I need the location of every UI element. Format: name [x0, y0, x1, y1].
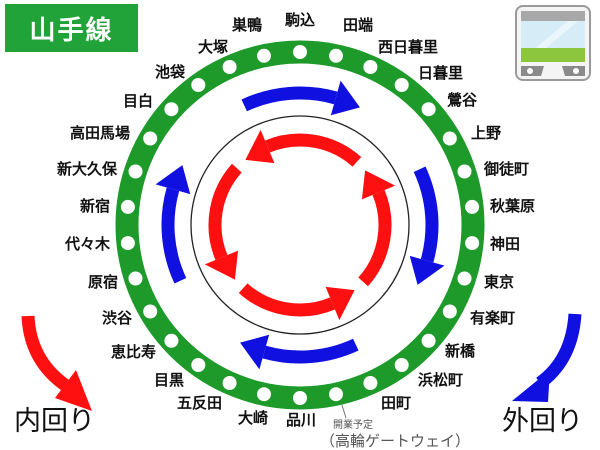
- planned-station-note: 開業予定: [333, 418, 373, 431]
- station-dot: [293, 45, 307, 59]
- planned-station-name: （高輪ゲートウェイ）: [320, 432, 470, 450]
- station-label: 品川: [286, 411, 316, 429]
- station-label: 東京: [484, 273, 514, 291]
- outer-loop-arrows: [155, 80, 445, 370]
- station-label: 目黒: [154, 371, 184, 389]
- station-label: 上野: [471, 124, 501, 142]
- station-dots: [120, 45, 480, 405]
- station-label: 大塚: [198, 38, 228, 56]
- station-label: 池袋: [155, 63, 186, 81]
- outer-loop-label: 外回り: [502, 406, 583, 437]
- station-dot: [363, 60, 378, 74]
- station-dot: [442, 304, 457, 319]
- station-dot: [164, 102, 179, 117]
- inner-reference-circle: [190, 115, 410, 335]
- station-dot: [128, 164, 143, 179]
- station-dot: [329, 48, 343, 63]
- station-label: 日暮里: [418, 64, 463, 82]
- station-label: 浜松町: [418, 371, 463, 389]
- station-dot: [457, 164, 472, 179]
- station-dot: [257, 387, 271, 402]
- station-dot: [143, 131, 158, 146]
- train-front-icon: [515, 5, 591, 81]
- station-dot: [257, 48, 271, 63]
- station-label: 渋谷: [102, 309, 133, 327]
- station-dot: [128, 271, 143, 286]
- station-dot: [191, 78, 206, 92]
- station-label: 鶯谷: [447, 91, 478, 109]
- station-label: 有楽町: [470, 309, 515, 327]
- station-dot: [120, 236, 135, 251]
- station-label: 巣鴨: [231, 16, 262, 34]
- station-label: 代々木: [64, 235, 111, 253]
- station-dot: [457, 271, 472, 286]
- station-label: 神田: [490, 235, 520, 253]
- station-label: 駒込: [285, 11, 315, 29]
- station-dot: [394, 358, 409, 372]
- station-label: 田町: [381, 394, 411, 412]
- station-label: 新宿: [80, 197, 110, 215]
- inner-loop-label: 内回り: [14, 406, 95, 437]
- station-label: 原宿: [88, 273, 118, 291]
- yamanote-ring: [115, 40, 485, 410]
- station-label: 田端: [343, 16, 373, 34]
- inner-loop-arrows: [204, 129, 396, 321]
- station-label: 新橋: [445, 342, 476, 360]
- station-dot: [421, 333, 436, 348]
- inner-loop-legend-arrow: [21, 315, 92, 411]
- line-title-badge: 山手線: [5, 4, 138, 52]
- station-dot: [465, 236, 480, 251]
- station-label: 新大久保: [57, 160, 118, 178]
- station-dot: [120, 199, 135, 214]
- station-label: 秋葉原: [490, 197, 535, 215]
- station-label: 西日暮里: [378, 38, 438, 56]
- station-dot: [222, 60, 237, 74]
- station-dot: [465, 199, 480, 214]
- planned-station-leader-line: [341, 404, 347, 419]
- station-dot: [143, 304, 158, 319]
- station-dot: [394, 78, 409, 92]
- station-labels: 駒込 田端西日暮里日暮里鶯谷上野御徒町秋葉原神田東京有楽町新橋浜松町田町品川大崎五…: [57, 11, 535, 429]
- station-dot: [293, 391, 307, 405]
- station-dot: [363, 376, 378, 390]
- station-dot: [164, 333, 179, 348]
- station-dot: [191, 358, 206, 372]
- outer-loop-legend-arrow: [512, 313, 582, 402]
- station-label: 五反田: [177, 394, 222, 412]
- station-dot: [421, 102, 436, 117]
- line-title: 山手線: [29, 15, 114, 46]
- station-dot: [442, 131, 457, 146]
- station-label: 高田馬場: [70, 124, 130, 142]
- station-dot: [329, 387, 343, 402]
- station-label: 目白: [123, 92, 153, 110]
- station-label: 恵比寿: [111, 343, 156, 361]
- station-label: 御徒町: [483, 160, 529, 178]
- station-label: 大崎: [238, 409, 268, 427]
- station-dot: [222, 376, 237, 390]
